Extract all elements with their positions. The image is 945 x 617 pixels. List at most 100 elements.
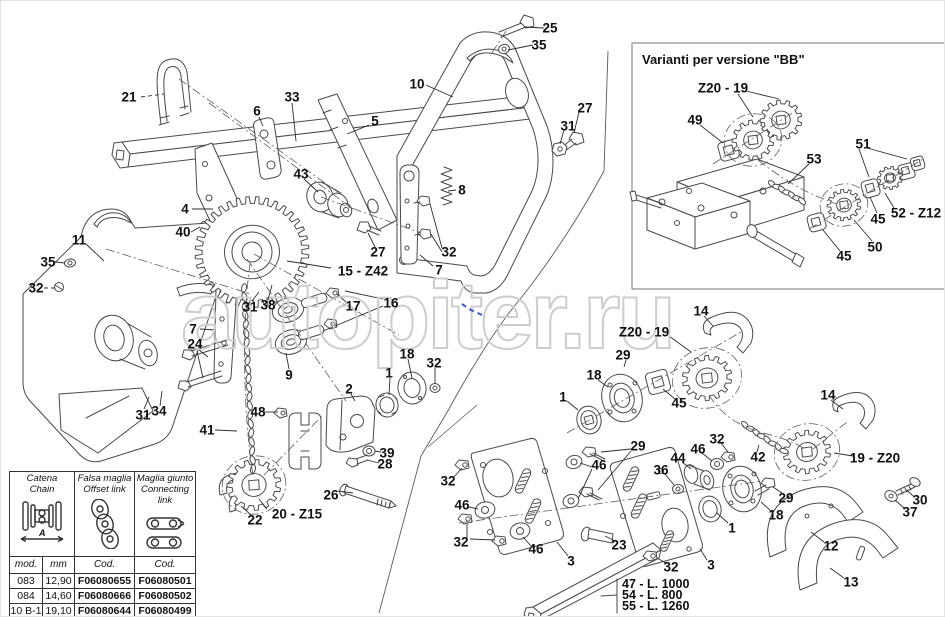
- part-callout: 44: [670, 451, 686, 466]
- leader-line: [597, 450, 632, 491]
- axis-line: [105, 248, 252, 295]
- leader-line: [833, 452, 854, 457]
- part-callout: 23: [611, 538, 627, 553]
- square-bore: [248, 479, 260, 491]
- subheader-mm: mm: [42, 555, 75, 574]
- slot-hatch: [523, 472, 531, 475]
- subheader-cod-connecting: Cod.: [134, 555, 196, 574]
- slot-hatch: [625, 481, 633, 484]
- part-callout: 16: [383, 296, 399, 311]
- part-callout: 26: [323, 488, 339, 503]
- axis-line: [244, 262, 254, 476]
- leader-line: [623, 359, 627, 368]
- axis-line: [712, 111, 795, 165]
- part-callout: 50: [867, 240, 882, 255]
- part-callout: 20 - Z15: [272, 507, 323, 522]
- pitch-circle: [773, 423, 841, 481]
- leader-line: [258, 498, 268, 510]
- stray-leader-line: [427, 404, 478, 448]
- leader-line: [419, 254, 434, 267]
- slot-hatch: [660, 546, 668, 549]
- part-callout: 17: [345, 299, 360, 314]
- axis-line: [458, 480, 764, 524]
- table-cell: F06080666: [74, 587, 135, 604]
- part-callout: 32: [453, 535, 468, 550]
- part-callout: 40: [175, 225, 190, 240]
- leader-line: [579, 462, 593, 468]
- chain-link: [246, 391, 253, 402]
- leader-line: [350, 393, 356, 402]
- part-callout: 32: [440, 474, 455, 489]
- table-cell: F06080501: [134, 572, 196, 589]
- part-callout: 52 - Z12: [891, 206, 941, 221]
- part-callout: 38: [260, 298, 276, 313]
- axis-line: [757, 159, 838, 205]
- watermark-blue-mark: [461, 303, 483, 316]
- housing-shield: [22, 208, 233, 463]
- leader-line: [337, 490, 354, 494]
- part-callout: 46: [528, 542, 544, 557]
- axis-line: [253, 253, 400, 336]
- leader-line: [810, 531, 825, 543]
- part-callout: 4: [181, 202, 189, 217]
- leader-line: [344, 290, 384, 300]
- part-callout: 39: [379, 446, 394, 461]
- part-callout: 32: [441, 245, 456, 260]
- spring: [440, 166, 453, 206]
- leader-line: [468, 506, 479, 510]
- table-cell: 19,10: [42, 602, 75, 616]
- axis-line: [808, 158, 924, 230]
- leader-line: [140, 93, 165, 98]
- slot-hatch: [533, 502, 541, 505]
- leader-line: [853, 219, 873, 242]
- axis-line: [320, 196, 422, 234]
- leader-line: [346, 124, 370, 135]
- hub-43: [306, 181, 353, 219]
- triangular-frame: [396, 31, 554, 294]
- part-callout: 48: [250, 405, 266, 420]
- part-callout: 18: [399, 347, 415, 362]
- leader-line: [830, 399, 844, 410]
- part-callout: 31: [135, 408, 151, 423]
- pitch-circle: [221, 455, 287, 515]
- part-callout: 5: [371, 114, 379, 129]
- connecting-link-icon: [146, 517, 185, 549]
- slot-hatch: [517, 483, 525, 486]
- part-callout: 13: [843, 575, 859, 590]
- part-callout: 21: [121, 90, 137, 105]
- chain-link: [247, 409, 254, 420]
- part-callout: 3: [567, 554, 575, 569]
- chain-link: [240, 283, 248, 293]
- slot-hatch: [637, 501, 645, 504]
- subheader-cod-offset: Cod.: [74, 555, 135, 574]
- part-callout: 7: [435, 263, 443, 278]
- part-callout: 43: [293, 167, 309, 182]
- sprocket-gear: [826, 188, 862, 222]
- slot-hatch: [529, 509, 537, 513]
- part-callout: 25: [542, 21, 558, 36]
- chain-link: [242, 319, 249, 330]
- tensioner-bracket: [273, 395, 397, 509]
- axis-line: [246, 258, 347, 402]
- leader-line: [54, 261, 66, 264]
- leader-line: [196, 350, 204, 379]
- leader-line: [566, 400, 579, 411]
- sprocket-gear: [681, 354, 733, 402]
- part-callout: 33: [284, 90, 300, 105]
- part-callout: 9: [285, 368, 293, 383]
- offset-link-icon: [90, 498, 119, 549]
- leader-line: [214, 429, 238, 432]
- leader-line: [866, 147, 908, 160]
- hatched-slot: [622, 466, 640, 492]
- leader-line: [159, 390, 163, 407]
- axle-hardware-right: [562, 368, 776, 523]
- leader-line: [447, 189, 457, 192]
- leader-line: [388, 377, 391, 396]
- leader-line: [573, 111, 580, 134]
- chain-link: [247, 418, 254, 429]
- leader-line: [190, 226, 201, 233]
- leader-line: [772, 486, 783, 494]
